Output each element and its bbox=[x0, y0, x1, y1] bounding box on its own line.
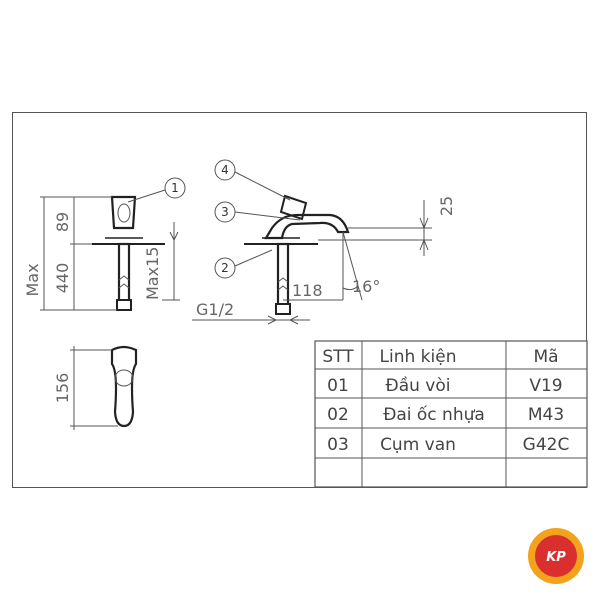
dim-156-label: 156 bbox=[53, 373, 72, 404]
table-cell: V19 bbox=[529, 376, 562, 396]
top-lever-circle bbox=[114, 369, 134, 387]
top-body bbox=[110, 345, 138, 428]
brand-logo: KP bbox=[528, 528, 584, 584]
front-view: 89 440 Max Max15 1 bbox=[23, 177, 186, 311]
dim-118-label: 118 bbox=[292, 281, 323, 300]
table-header-code: Mã bbox=[533, 347, 558, 367]
angle-ray bbox=[342, 231, 363, 301]
table-cell: M43 bbox=[528, 405, 564, 425]
side-lever bbox=[279, 194, 308, 221]
logo-inner-circle bbox=[535, 535, 577, 577]
side-shank bbox=[276, 242, 290, 308]
dim-25-label: 25 bbox=[437, 196, 456, 216]
table-header-part: Linh kiện bbox=[380, 347, 457, 367]
side-view: 4 3 2 25 16° 118 G1/2 bbox=[192, 159, 456, 325]
callout-2-leader bbox=[234, 249, 273, 267]
callout-4-leader bbox=[234, 171, 291, 201]
front-nut bbox=[116, 299, 132, 311]
callout-2-label: 2 bbox=[221, 261, 229, 275]
dim-89-label: 89 bbox=[53, 212, 72, 232]
angle-arc bbox=[342, 285, 359, 291]
front-lever bbox=[117, 203, 131, 223]
top-view: 156 bbox=[53, 345, 138, 430]
dim-arrows-25 bbox=[419, 217, 429, 251]
front-body bbox=[110, 195, 137, 230]
thread-label: G1/2 bbox=[196, 300, 234, 319]
table-cell: 01 bbox=[327, 376, 349, 396]
callout-1-leader bbox=[127, 189, 166, 203]
dim-max15-label: Max15 bbox=[143, 247, 162, 300]
callout-2-circle bbox=[214, 257, 236, 279]
callout-4-circle bbox=[214, 159, 236, 181]
table-cell: Đầu vòi bbox=[386, 375, 451, 396]
angle-label: 16° bbox=[352, 277, 380, 296]
dim-arrows-thread bbox=[267, 315, 299, 325]
callout-1-label: 1 bbox=[171, 181, 179, 195]
logo-text: KP bbox=[546, 550, 566, 565]
table-cell: 03 bbox=[327, 435, 349, 455]
callout-3-label: 3 bbox=[221, 205, 229, 219]
side-nut bbox=[275, 303, 291, 315]
table-header-stt: STT bbox=[322, 347, 354, 367]
dim-arrow-max15 bbox=[169, 231, 179, 242]
table-border bbox=[314, 340, 588, 488]
front-hose-break bbox=[118, 275, 130, 289]
table-cell: 02 bbox=[327, 405, 349, 425]
front-shank bbox=[117, 242, 131, 306]
callout-4-label: 4 bbox=[221, 163, 229, 177]
parts-table: STT Linh kiện Mã 01 Đầu vòi V19 02 Đai ố… bbox=[314, 340, 588, 488]
side-hose-break bbox=[277, 277, 289, 291]
table-cell: G42C bbox=[523, 435, 570, 455]
dim-max-label: Max bbox=[23, 263, 42, 296]
table-cell: Cụm van bbox=[380, 435, 456, 455]
side-body-spout bbox=[264, 213, 350, 240]
dim-440-label: 440 bbox=[53, 263, 72, 294]
table-cell: Đai ốc nhựa bbox=[383, 404, 485, 425]
drawing-frame bbox=[12, 112, 587, 488]
callout-1-circle bbox=[164, 177, 186, 199]
callout-3-leader bbox=[234, 211, 301, 221]
